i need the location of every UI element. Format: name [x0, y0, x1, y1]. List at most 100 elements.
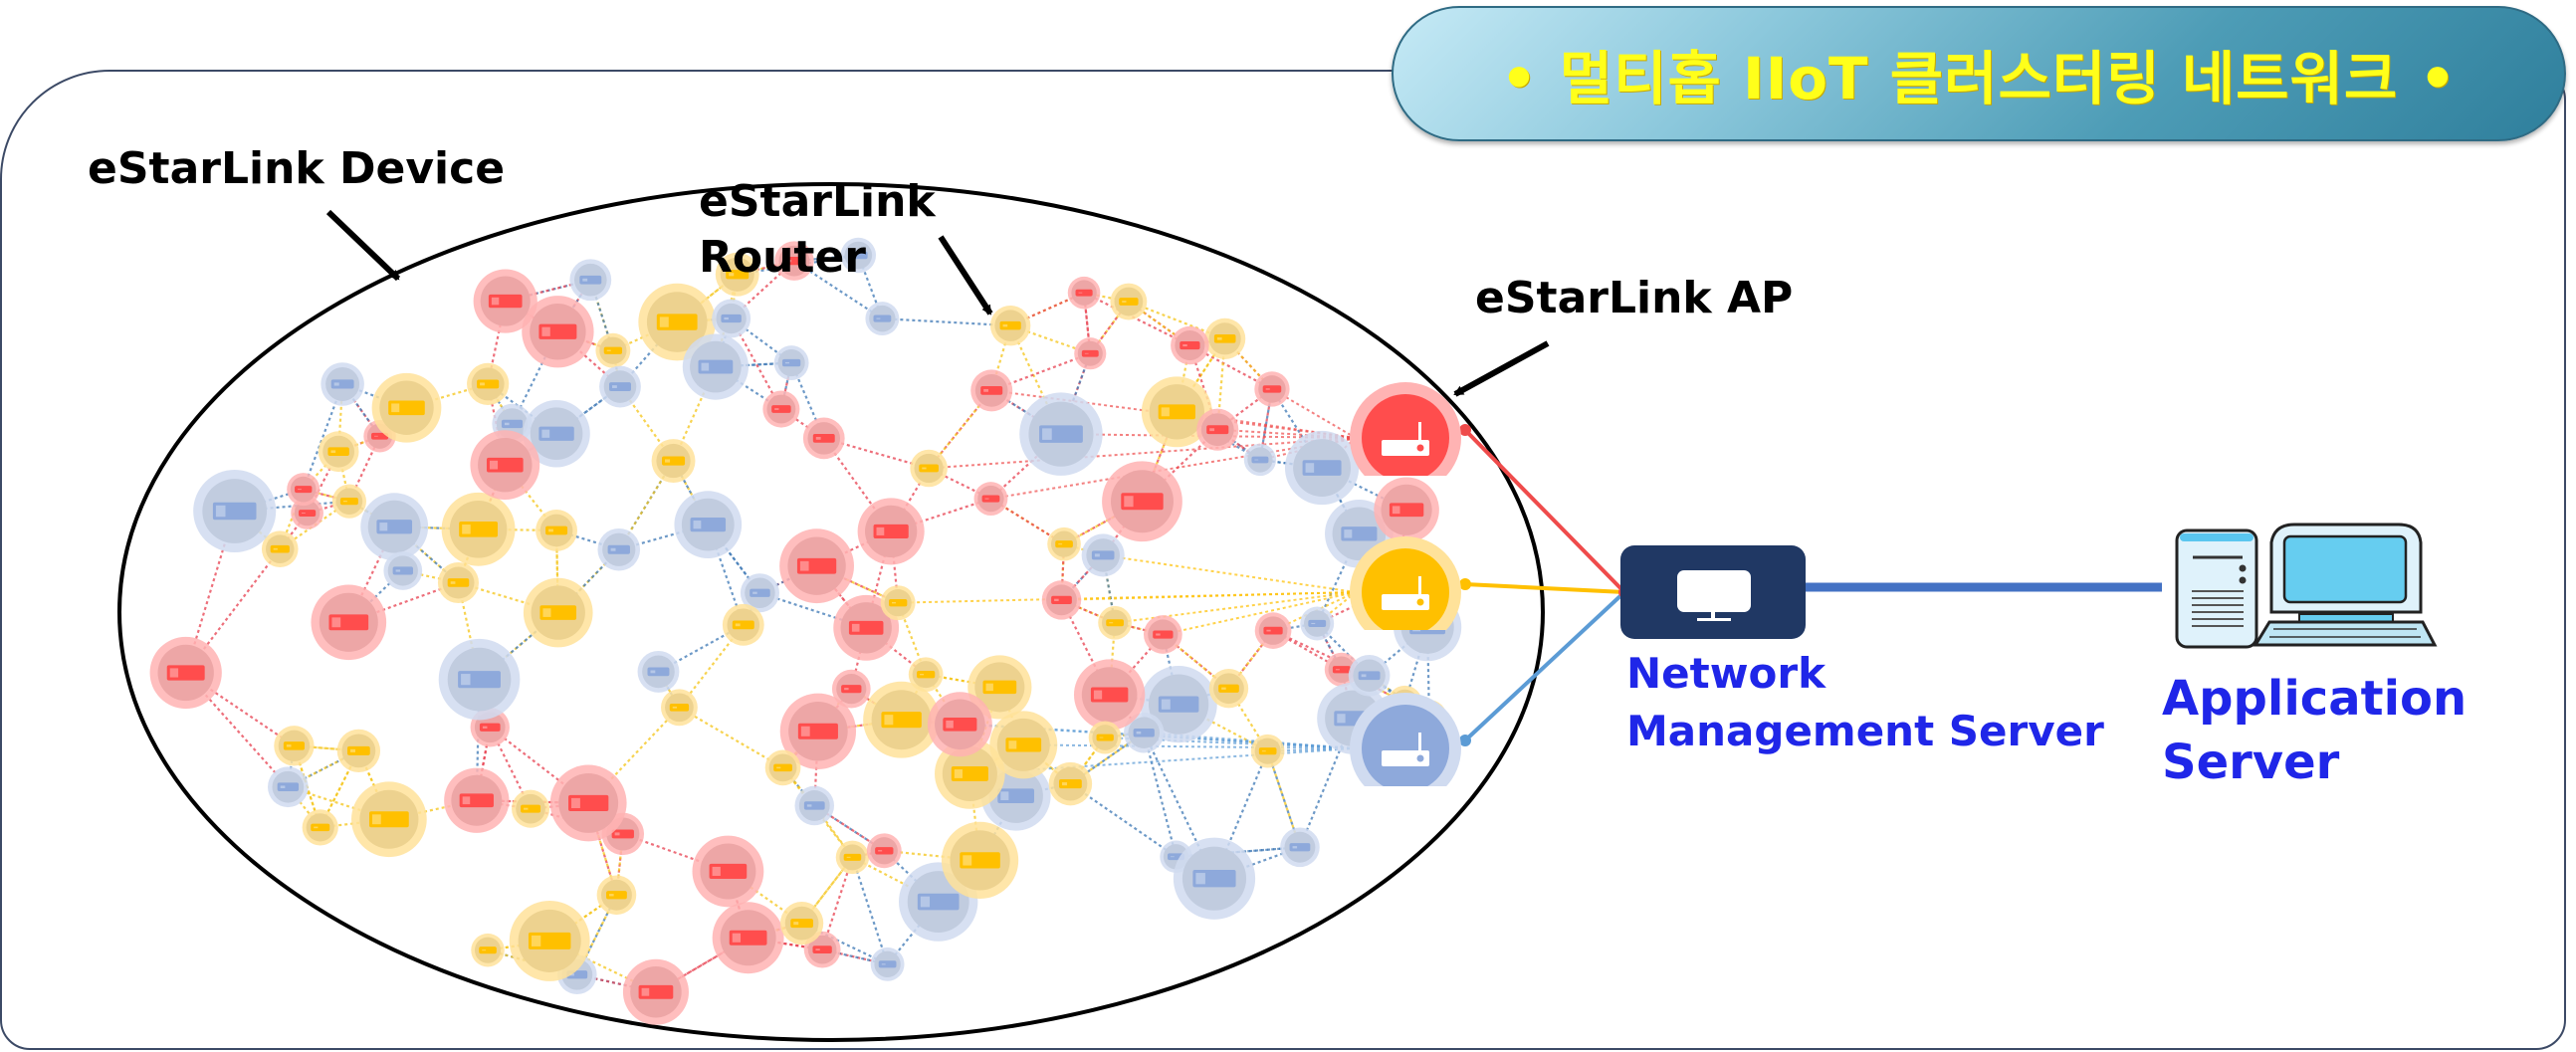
device-node[interactable] [865, 302, 900, 336]
router-node[interactable] [622, 958, 689, 1025]
device-node[interactable] [471, 933, 505, 967]
device-node[interactable] [595, 332, 631, 368]
ap-yellow[interactable] [1350, 536, 1461, 648]
device-node[interactable] [1047, 526, 1081, 561]
device-node[interactable] [1081, 533, 1125, 577]
application-server-icon[interactable] [2175, 523, 2438, 649]
device-node[interactable] [870, 947, 905, 981]
router-node[interactable] [833, 594, 900, 661]
router-node[interactable] [682, 333, 750, 400]
device-node[interactable] [970, 369, 1013, 412]
device-node[interactable] [1348, 654, 1391, 697]
device-node[interactable] [661, 689, 698, 727]
router-node[interactable] [523, 400, 590, 468]
device-node[interactable] [1110, 283, 1148, 320]
device-node[interactable] [1243, 443, 1277, 477]
device-node[interactable] [331, 484, 366, 519]
router-node[interactable] [509, 900, 590, 981]
device-node[interactable] [910, 449, 948, 488]
device-node[interactable] [597, 527, 641, 571]
device-node[interactable] [1204, 317, 1246, 359]
device-node[interactable] [302, 809, 338, 846]
router-node[interactable] [149, 636, 222, 710]
device-node[interactable] [321, 362, 364, 406]
router-node[interactable] [863, 681, 941, 758]
device-node[interactable] [973, 482, 1008, 517]
router-node[interactable] [371, 372, 442, 443]
device-node[interactable] [467, 362, 510, 405]
router-node[interactable] [989, 711, 1058, 779]
device-node[interactable] [712, 299, 751, 338]
device-node[interactable] [1250, 734, 1285, 768]
device-node[interactable] [651, 439, 696, 484]
router-node[interactable] [1173, 837, 1256, 920]
device-node[interactable] [779, 902, 824, 946]
router-node[interactable] [692, 835, 764, 908]
router-node[interactable] [779, 528, 854, 604]
device-node[interactable] [794, 785, 835, 826]
device-node[interactable] [1041, 580, 1082, 620]
device-node[interactable] [1067, 276, 1101, 310]
device-node[interactable] [715, 252, 759, 297]
device-node[interactable] [840, 237, 877, 274]
device-node[interactable] [773, 345, 809, 381]
device-node[interactable] [274, 726, 315, 766]
router-node[interactable] [523, 577, 593, 648]
router-node[interactable] [522, 296, 594, 368]
device-node[interactable] [740, 573, 779, 613]
router-node[interactable] [935, 738, 1005, 809]
device-node[interactable] [599, 365, 641, 408]
device-node[interactable] [1196, 408, 1239, 451]
device-node[interactable] [835, 840, 870, 875]
device-node[interactable] [989, 305, 1031, 346]
router-node[interactable] [941, 821, 1019, 900]
device-node[interactable] [831, 669, 871, 709]
device-node[interactable] [267, 766, 309, 808]
network-management-server[interactable] [1620, 545, 1806, 639]
device-node[interactable] [1254, 612, 1292, 649]
router-node[interactable] [712, 902, 784, 974]
device-node[interactable] [802, 417, 845, 460]
device-node[interactable] [1280, 827, 1320, 868]
device-node[interactable] [1048, 761, 1093, 806]
router-node[interactable] [857, 498, 925, 565]
device-node[interactable] [383, 551, 423, 590]
router-node[interactable] [441, 492, 516, 566]
device-node[interactable] [866, 833, 902, 869]
device-node[interactable] [437, 561, 479, 604]
device-node[interactable] [637, 650, 680, 693]
device-node[interactable] [512, 789, 550, 828]
device-node[interactable] [762, 390, 800, 428]
router-node[interactable] [444, 767, 510, 833]
router-node[interactable] [351, 781, 427, 858]
device-node[interactable] [1123, 712, 1165, 753]
device-node[interactable] [261, 530, 299, 567]
router-node[interactable] [1019, 392, 1103, 476]
router-node[interactable] [311, 584, 387, 661]
router-node[interactable] [473, 269, 537, 333]
ap-red[interactable] [1350, 382, 1461, 494]
device-node[interactable] [287, 473, 321, 507]
device-node[interactable] [774, 241, 814, 281]
router-node[interactable] [193, 469, 277, 553]
router-node[interactable] [779, 693, 857, 769]
device-node[interactable] [764, 749, 801, 786]
device-node[interactable] [318, 431, 359, 473]
device-node[interactable] [1074, 337, 1107, 370]
device-node[interactable] [1088, 721, 1122, 754]
router-node[interactable] [1374, 477, 1439, 543]
device-node[interactable] [596, 875, 637, 916]
device-node[interactable] [880, 585, 916, 621]
device-node[interactable] [1208, 669, 1249, 709]
device-node[interactable] [1300, 606, 1335, 641]
device-node[interactable] [1143, 615, 1182, 654]
ap-blue[interactable] [1350, 693, 1461, 804]
device-node[interactable] [336, 729, 381, 773]
device-node[interactable] [908, 657, 944, 693]
device-node[interactable] [569, 259, 612, 302]
router-node[interactable] [438, 638, 521, 721]
device-node[interactable] [722, 603, 764, 646]
device-node[interactable] [1098, 605, 1132, 640]
router-node[interactable] [470, 430, 540, 501]
router-node[interactable] [1073, 659, 1146, 731]
